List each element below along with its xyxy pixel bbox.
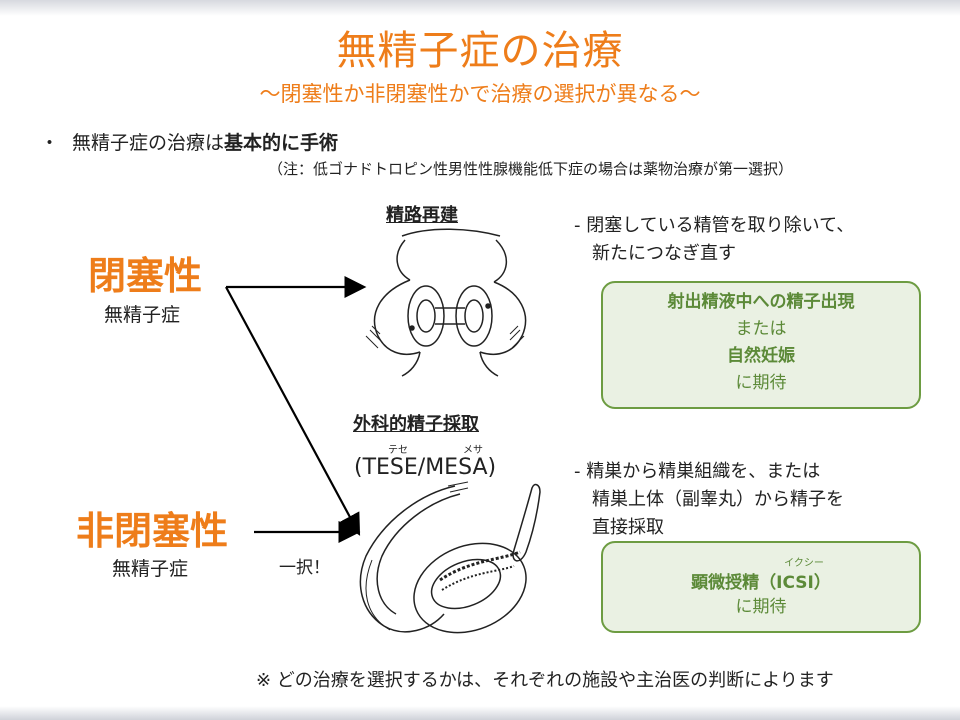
testis-retrieval-illustration — [359, 481, 541, 634]
bullet-emphasis: 基本的に手術 — [224, 132, 339, 154]
retrieval-label: 外科的精子採取 — [353, 414, 479, 435]
footnote: ※ どの治療を選択するかは、それぞれの施設や主治医の判断によります — [256, 670, 834, 691]
icsi-ruby: イクシー — [784, 558, 824, 569]
obstructive-sub: 無精子症 — [104, 304, 181, 326]
box2-line1: 顕微授精（ICSI） — [691, 573, 831, 593]
mesa-ruby: メサ — [463, 445, 483, 456]
top-gradient-bar — [0, 0, 960, 16]
box1-line3: 自然妊娠 — [727, 346, 795, 366]
outcome-box-reconstruction: 射出精液中への精子出現 または 自然妊娠 に期待 — [601, 281, 921, 409]
bottom-gradient-bar — [0, 706, 960, 720]
tese-mesa-abbr: (TESE/MESA) — [354, 455, 497, 480]
box1-line4: に期待 — [735, 373, 787, 393]
reconstruction-desc-line2: 新たにつなぎ直す — [592, 243, 736, 264]
outcome-box-icsi: イクシー 顕微授精（ICSI） に期待 — [601, 541, 921, 633]
main-bullet: ・無精子症の治療は基本的に手術 — [40, 128, 338, 155]
one-choice-label: 一択！ — [279, 558, 330, 578]
hormone-note: （注：低ゴナドトロピン性男性性腺機能低下症の場合は薬物治療が第一選択） — [268, 160, 794, 178]
reconstruction-label: 精路再建 — [386, 205, 458, 226]
bullet-marker: ・ — [40, 132, 60, 154]
arrow-obstructive-to-retrieval — [225, 286, 361, 536]
retrieval-desc: - 精巣から精巣組織を、または 精巣上体（副睾丸）から精子を 直接採取 — [574, 458, 844, 542]
box2-line2: に期待 — [735, 597, 787, 617]
reconstruction-desc-line1: - 閉塞している精管を取り除いて、 — [574, 215, 855, 236]
page-title: 無精子症の治療 — [336, 28, 624, 74]
page-subtitle: ～閉塞性か非閉塞性かで治療の選択が異なる～ — [259, 82, 701, 106]
box1-line2: または — [735, 319, 787, 339]
box1-line1: 射出精液中への精子出現 — [667, 292, 855, 312]
non-obstructive-sub: 無精子症 — [112, 558, 189, 580]
reconstruction-desc: - 閉塞している精管を取り除いて、 新たにつなぎ直す — [574, 212, 854, 268]
vas-reconstruction-illustration — [365, 228, 527, 377]
tese-ruby: テセ — [388, 445, 408, 456]
retrieval-desc-line2: 精巣上体（副睾丸）から精子を — [592, 489, 844, 510]
obstructive-label: 閉塞性 — [88, 254, 203, 298]
retrieval-desc-line3: 直接採取 — [592, 517, 664, 538]
non-obstructive-label: 非閉塞性 — [76, 509, 229, 553]
retrieval-desc-line1: - 精巣から精巣組織を、または — [574, 461, 821, 482]
bullet-text: 無精子症の治療は — [72, 132, 225, 154]
